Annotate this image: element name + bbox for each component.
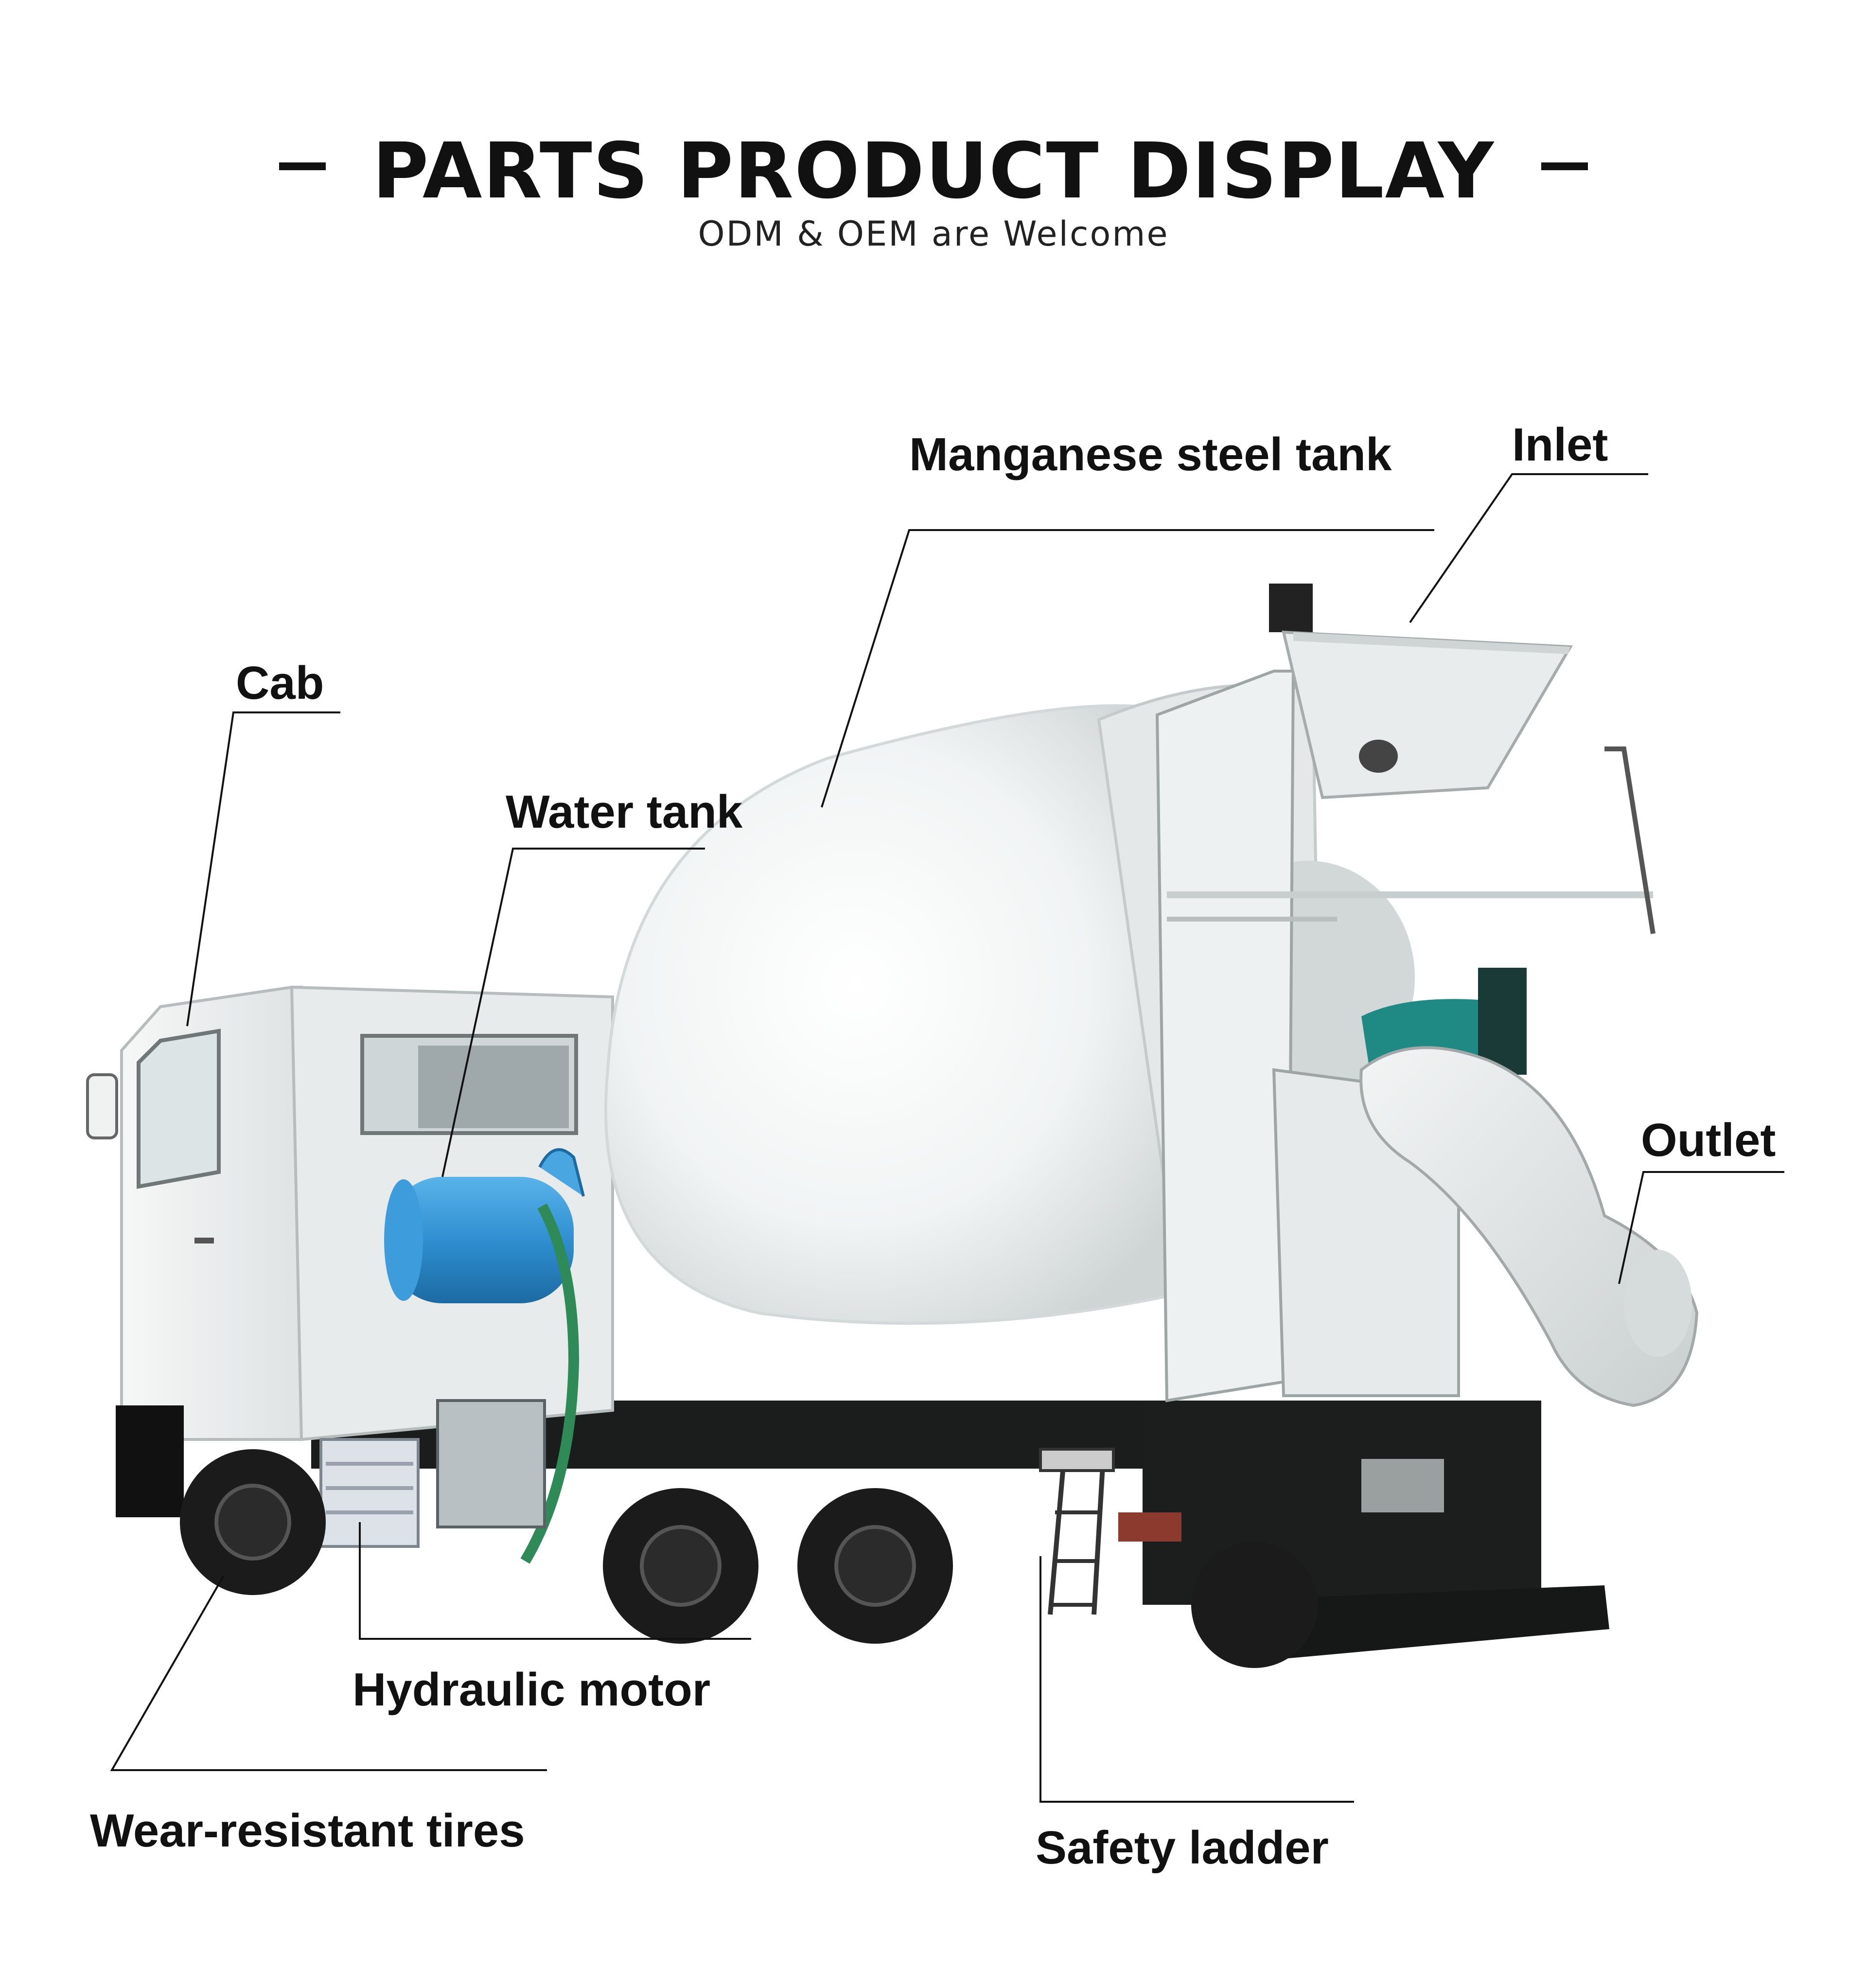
leader-inlet xyxy=(1409,473,1648,623)
rear-frame xyxy=(1155,670,1656,1402)
leader-water-tank xyxy=(441,848,705,1177)
leader-safety-ladder xyxy=(1039,1556,1354,1803)
page-subtitle: ODM & OEM are Welcome xyxy=(698,214,1169,254)
label-wear-resistant-tires: Wear-resistant tires xyxy=(90,1805,525,1857)
hydraulic-motor-part xyxy=(319,1399,546,1548)
water-tank-part xyxy=(384,1148,585,1564)
wear-resistant-tires-part xyxy=(180,1449,1318,1668)
page-title: PARTS PRODUCT DISPLAY xyxy=(372,126,1495,216)
label-hydraulic-motor: Hydraulic motor xyxy=(352,1664,711,1716)
outlet-chute xyxy=(1359,1046,1699,1407)
leader-hydraulic-motor xyxy=(359,1522,751,1640)
label-manganese-steel-tank: Manganese steel tank xyxy=(909,428,1392,480)
heading-dash-left xyxy=(279,162,326,170)
label-water-tank: Water tank xyxy=(506,786,743,838)
leader-outlet xyxy=(1618,1171,1784,1284)
leader-cab xyxy=(186,711,340,1027)
label-inlet: Inlet xyxy=(1512,419,1608,471)
label-outlet: Outlet xyxy=(1641,1114,1776,1166)
heading-dash-right xyxy=(1541,162,1588,170)
page-heading: PARTS PRODUCT DISPLAY xyxy=(0,126,1867,216)
label-safety-ladder: Safety ladder xyxy=(1036,1822,1329,1874)
label-cab: Cab xyxy=(236,657,324,709)
leader-wear-resistant-tires xyxy=(110,1575,547,1771)
leader-manganese-steel-tank xyxy=(821,529,1434,808)
inlet-hopper xyxy=(1269,584,1573,799)
leader-lines xyxy=(110,473,1784,1803)
safety-ladder-part xyxy=(1039,1448,1115,1615)
